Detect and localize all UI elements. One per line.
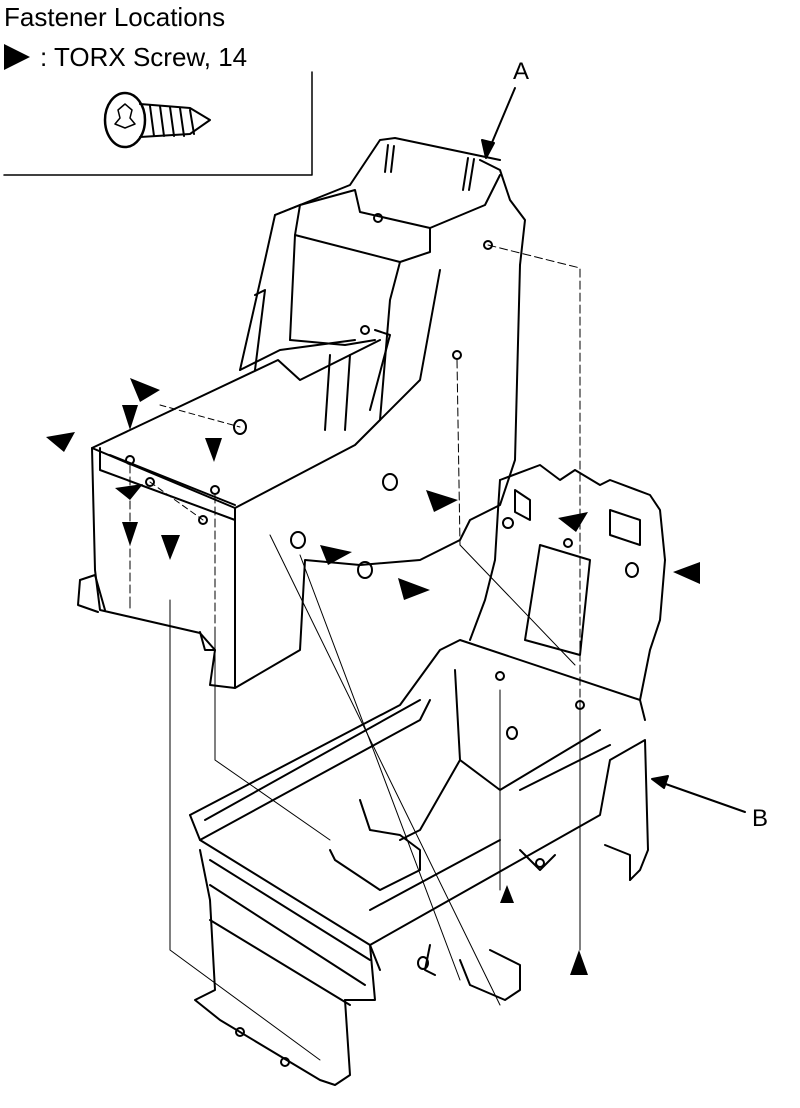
screw-marker [122, 522, 138, 546]
callout-b-leader [659, 781, 746, 813]
screw-marker [122, 405, 138, 430]
alignment-lines [129, 244, 581, 1061]
legend-label: : TORX Screw, 14 [40, 42, 248, 72]
callout-b-arrowhead [651, 775, 669, 789]
screw-marker [161, 535, 180, 560]
lower-console [189, 639, 649, 1086]
legend-box [3, 71, 313, 176]
callout-a-arrowhead [481, 139, 495, 159]
screw-marker [570, 950, 588, 975]
rear-bracket [469, 464, 666, 701]
screw-marker [558, 512, 588, 532]
screw-markers [46, 378, 700, 975]
callout-a-label: A [513, 58, 530, 85]
screw-marker [115, 484, 143, 500]
screw-marker [673, 562, 700, 584]
upper-console [77, 137, 526, 689]
callout-a-leader [487, 87, 516, 153]
legend-row: : TORX Screw, 14 [4, 40, 247, 74]
callout-b-label: B [752, 805, 769, 832]
screw-marker [398, 578, 430, 600]
triangle-marker-icon [4, 44, 30, 70]
screw-marker [500, 885, 514, 903]
screw-marker [205, 438, 222, 462]
screw-marker [130, 378, 160, 402]
screw-marker [426, 490, 458, 512]
torx-screw-icon [103, 91, 211, 149]
screw-marker [46, 432, 75, 452]
screw-marker [320, 545, 352, 565]
diagram-title: Fastener Locations [4, 2, 226, 32]
